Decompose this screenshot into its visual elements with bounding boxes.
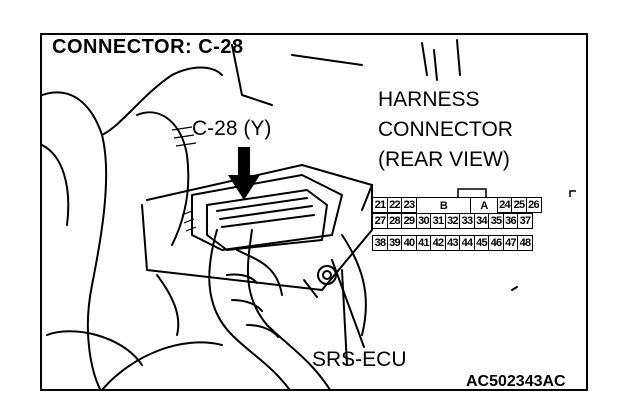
- pin-block-a-label: A: [480, 199, 488, 212]
- diagram-frame: CONNECTOR: C-28 C-28 (Y) HARNESS CONNECT…: [40, 33, 588, 391]
- pin-cell: 30: [415, 213, 432, 229]
- pin-cell: 37: [517, 213, 533, 229]
- pin-row-3: 38 39 40 41 42 43 44 45 46 47 48: [372, 235, 533, 251]
- pin-row-2: 27 28 29 30 31 32 33 34 35 36 37: [372, 213, 533, 229]
- pin-cell: 28: [386, 213, 403, 229]
- pin-cell: 36: [502, 213, 519, 229]
- harness-label-line-3: (REAR VIEW): [378, 148, 510, 171]
- pin-row-1: 21 22 23 B A 24 25 26: [372, 197, 542, 213]
- pin-block-b-label: B: [439, 199, 448, 212]
- pin-cell: 48: [517, 235, 533, 251]
- pin-cell: 46: [488, 235, 504, 251]
- pin-cell: 23: [401, 197, 417, 213]
- harness-label-line-2: CONNECTOR: [378, 118, 513, 141]
- pin-cell: 26: [525, 197, 542, 213]
- pinout-latch: [457, 188, 576, 197]
- figure-title: CONNECTOR: C-28: [52, 36, 244, 58]
- pin-cell: 33: [459, 213, 475, 229]
- figure-code: AC502343AC: [466, 373, 566, 390]
- connector-callout: C-28 (Y): [192, 117, 272, 140]
- harness-label-line-1: HARNESS: [378, 88, 480, 111]
- component-label: SRS-ECU: [312, 348, 407, 371]
- pin-block-b: B: [415, 197, 472, 213]
- pin-cell: 25: [511, 197, 527, 213]
- harness-connector-label: HARNESS CONNECTOR (REAR VIEW): [378, 85, 513, 175]
- pin-block-a: A: [470, 197, 498, 213]
